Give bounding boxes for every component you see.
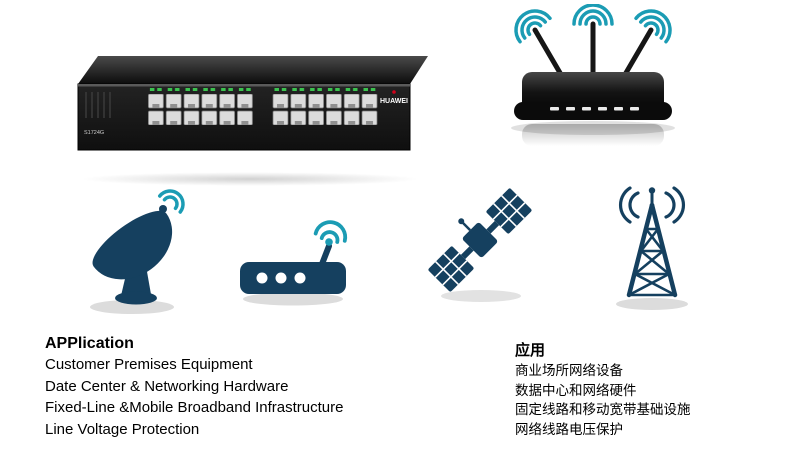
wifi-waves-icon [514, 3, 672, 44]
application-item-en-1: Customer Premises Equipment [45, 356, 253, 373]
led-strip-1 [147, 88, 254, 91]
dish-feed-arm [140, 207, 165, 232]
application-item-en-4: Line Voltage Protection [45, 420, 200, 438]
application-item-cn-1: 商业场所网络设备 [515, 363, 623, 378]
application-title-cn: 应用 [515, 342, 546, 359]
solar-panel-left [428, 246, 474, 292]
router-icon-shadow [243, 292, 343, 306]
tower-braces [627, 227, 677, 297]
dish-feed-tip [159, 205, 167, 213]
led-strip-2 [271, 88, 379, 91]
router-icon-antenna [319, 243, 332, 267]
application-item-en-2: Date Center & Networking Hardware [45, 377, 289, 395]
application-section-cn: 应用 商业场所网络设备 数据中心和网络硬件 固定线路和移动宽带基础设施 网络线路… [515, 341, 691, 439]
network-switch-photo: HUAWEI S1724G [77, 56, 428, 151]
switch-front-edge [78, 84, 410, 87]
router-leds [550, 107, 639, 111]
switch-model-label: S1724G [84, 130, 104, 136]
satellite-body [462, 222, 498, 258]
wireless-router-icon [230, 202, 360, 312]
router-antennas [532, 21, 654, 81]
satellite-antenna [462, 222, 471, 231]
application-section-en: APPlication Customer Premises Equipment … [45, 333, 344, 440]
satellite-icon [415, 185, 545, 310]
dish-shadow [90, 300, 174, 314]
satellite-assembly [428, 188, 532, 292]
router-body [514, 72, 672, 120]
application-title-en: APPlication [45, 335, 134, 352]
tower-structure [626, 190, 678, 298]
port-bank-2 [271, 94, 379, 125]
application-item-cn-2: 数据中心和网络硬件 [515, 382, 637, 398]
wireless-router-photo [511, 3, 675, 146]
application-item-cn-3: 固定线路和移动宽带基础设施 [515, 402, 691, 417]
switch-chassis: HUAWEI S1724G [77, 56, 428, 151]
satellite-dish-icon [70, 188, 190, 323]
tower-antenna-tip [648, 187, 656, 194]
switch-brand-label: HUAWEI [380, 98, 408, 105]
wireless-router-image [478, 3, 708, 189]
satellite-icon-svg [428, 188, 532, 302]
switch-vents [85, 92, 111, 118]
tower-signal-waves [619, 186, 685, 224]
application-item-en-3: Fixed-Line &Mobile Broadband Infrastruct… [45, 399, 344, 416]
router-icon-wifi [313, 220, 348, 246]
router-icon-body [240, 262, 346, 294]
switch-top-face [78, 56, 428, 84]
router-icon-leds [256, 272, 306, 284]
signal-tower-icon [592, 183, 712, 318]
dish-signal-waves [158, 189, 185, 214]
tower-shadow [616, 298, 688, 310]
port-bank-1 [147, 94, 254, 125]
router-shadow [511, 121, 675, 135]
solar-panel-right [486, 188, 532, 234]
network-switch-image: HUAWEI S1724G [58, 52, 448, 182]
application-item-cn-4: 网络线路电压保护 [515, 421, 623, 437]
signal-tower-icon-svg [616, 186, 688, 310]
huawei-logo-mark [392, 90, 396, 94]
switch-shadow [80, 172, 420, 186]
wireless-router-icon-svg [240, 220, 348, 306]
router-reflection [522, 124, 664, 146]
dish-shape [92, 210, 173, 305]
satellite-dish-svg [90, 189, 185, 314]
satellite-shadow [441, 290, 521, 302]
